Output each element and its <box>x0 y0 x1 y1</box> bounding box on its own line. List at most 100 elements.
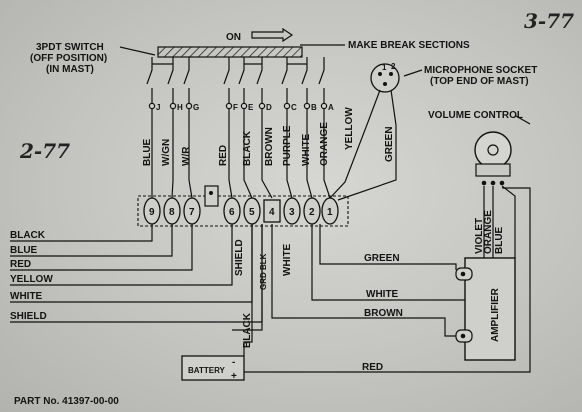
switch-contact-j: J <box>156 103 160 112</box>
microphone-socket: 1 2 <box>370 62 400 93</box>
terminal-strip <box>137 195 349 227</box>
terminal-block: 9 8 7 6 5 4 3 2 1 <box>143 197 339 225</box>
cable-wire-blue <box>10 224 173 257</box>
terminal-number-9: 9 <box>149 207 155 218</box>
switch-contact-a: A <box>328 103 334 112</box>
switch-label-line-1: 3PDT SWITCH <box>36 42 104 53</box>
switch-wire-label-white: WHITE <box>301 133 312 166</box>
terminal-number-5: 5 <box>249 207 255 218</box>
yellow-to-terminal-1 <box>329 121 369 199</box>
cable-wire-white <box>10 224 253 303</box>
terminal-4 <box>263 199 281 223</box>
switch-contact-d: D <box>266 103 272 112</box>
switch-blade <box>301 64 308 104</box>
switch-blade <box>223 64 230 104</box>
volume-wire-label-blue: BLUE <box>494 226 505 254</box>
amplifier <box>455 257 516 361</box>
amp-lead-label-white: WHITE <box>366 289 399 300</box>
switch-leader-line <box>119 46 156 56</box>
battery-label: BATTERY <box>188 366 226 375</box>
switch-blade <box>183 64 190 104</box>
mic-label-line-1: MICROPHONE SOCKET <box>424 65 537 76</box>
on-arrow-icon <box>251 27 294 43</box>
switch-to-terminal-wire <box>286 109 293 199</box>
cable-label-black: BLACK <box>10 230 46 241</box>
switch-contact-e: E <box>248 103 254 112</box>
switch-to-terminal-wire <box>261 109 273 199</box>
cable-wire-black <box>10 224 153 242</box>
switch-to-terminal-wire <box>306 109 313 199</box>
switch-contact-f: F <box>233 103 238 112</box>
switch-blade <box>146 64 153 104</box>
switch-wire-label-w-r: W/R <box>181 146 192 166</box>
amp-lead-label-brown: BROWN <box>364 308 403 319</box>
mic-wire-label-yellow: YELLOW <box>344 107 355 150</box>
switch-to-terminal-wire <box>323 109 331 199</box>
switch-to-terminal-wire <box>171 109 174 199</box>
volume-leader <box>515 115 531 125</box>
red-to-amplifier <box>244 187 531 373</box>
battery-positive: + <box>231 371 237 382</box>
make-break-label: MAKE BREAK SECTIONS <box>348 40 470 51</box>
terminal-wire-label-shield: SHIELD <box>234 239 245 276</box>
switch-wire-label-black: BLACK <box>242 130 253 166</box>
terminal-clip <box>204 185 219 207</box>
mic-leader <box>403 69 423 77</box>
terminal-number-4: 4 <box>269 207 275 218</box>
volume-control <box>474 131 512 186</box>
part-number: PART No. 41397-00-00 <box>14 396 119 407</box>
switch-wire-label-w-gn: W/GN <box>161 139 172 166</box>
cable-wire-shield <box>10 224 263 323</box>
switch-wire-label-purple: PURPLE <box>282 125 293 166</box>
cable-label-blue: BLUE <box>10 245 38 256</box>
switch-bar <box>157 46 303 58</box>
switch-contact-dot <box>185 102 193 110</box>
amp-lead-label-red: RED <box>362 362 383 373</box>
terminal-number-8: 8 <box>169 207 175 218</box>
on-label: ON <box>226 32 241 43</box>
battery <box>181 355 245 381</box>
switch-contact-b: B <box>311 103 317 112</box>
switch-label-line-3: (IN MAST) <box>46 64 94 75</box>
terminal-wire-label-blk: BLK <box>259 253 268 270</box>
switch-contact-dot <box>283 102 291 110</box>
switch-contact-c: C <box>291 103 297 112</box>
handwritten-note: 2-77 <box>19 139 70 163</box>
mic-wire-green <box>390 89 397 126</box>
terminal-number-1: 1 <box>327 207 333 218</box>
switch-to-terminal-wire <box>228 109 233 199</box>
green-to-terminal-1 <box>337 125 397 201</box>
battery-negative: - <box>232 357 235 368</box>
switch-to-terminal-wire <box>188 109 193 199</box>
switch-blade <box>318 64 325 104</box>
switch-wire-label-blue: BLUE <box>142 138 153 166</box>
mic-wire-label-green: GREEN <box>384 126 395 162</box>
switch-contact-dot <box>148 102 156 110</box>
switch-wire-label-brown: BROWN <box>264 127 275 166</box>
mic-wire-yellow <box>367 89 381 123</box>
terminal-wire-label-white: WHITE <box>282 243 293 276</box>
cable-label-white: WHITE <box>10 291 43 302</box>
terminal-number-6: 6 <box>229 207 235 218</box>
switch-contact-dot <box>225 102 233 110</box>
switch-contact-dot <box>303 102 311 110</box>
switch-contact-h: H <box>177 103 183 112</box>
amp-lead-label-green: GREEN <box>364 253 400 264</box>
terminal-number-3: 3 <box>289 207 295 218</box>
green-to-amplifier <box>319 224 457 270</box>
terminal-number-7: 7 <box>189 207 195 218</box>
terminal-number-2: 2 <box>309 207 315 218</box>
blue-to-amplifier <box>501 185 516 258</box>
brown-to-amplifier <box>271 224 456 337</box>
terminal-wire-label-grd: GRD <box>259 272 268 290</box>
cable-label-red: RED <box>10 259 31 270</box>
page-number: 3-77 <box>524 9 574 33</box>
cable-wire-yellow <box>10 224 233 286</box>
switch-blade <box>281 64 288 104</box>
switch-contact-dot <box>169 102 177 110</box>
